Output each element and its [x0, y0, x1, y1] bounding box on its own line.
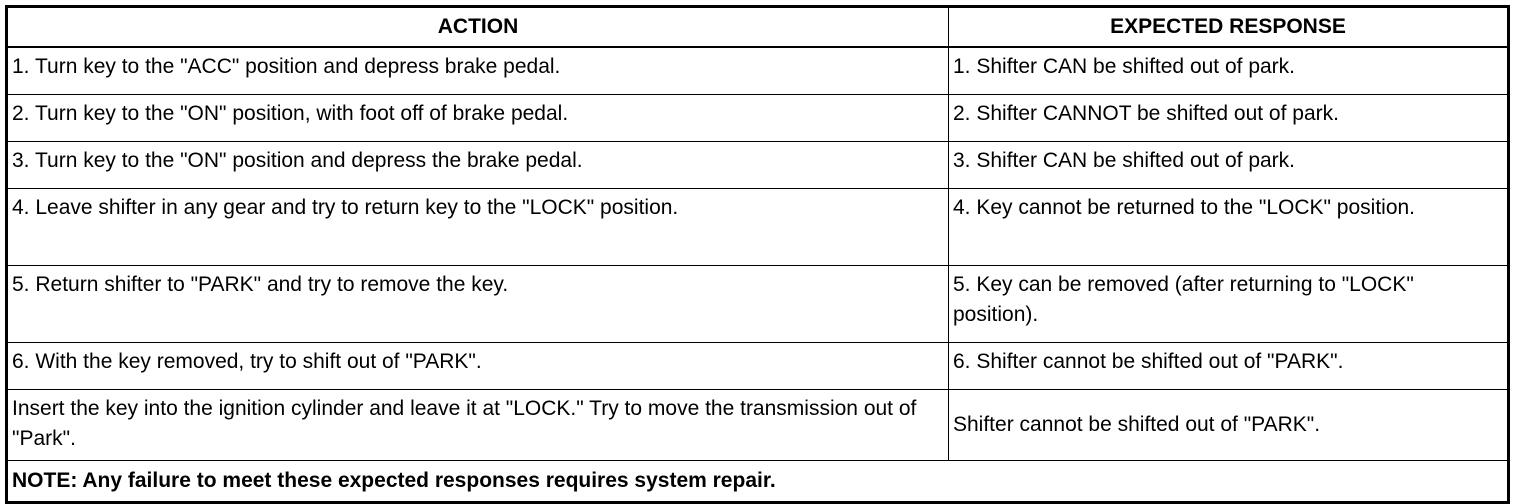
response-cell: Shifter cannot be shifted out of "PARK".	[948, 389, 1509, 461]
procedure-table: ACTION EXPECTED RESPONSE 1. Turn key to …	[5, 5, 1510, 504]
table-row: 6. With the key removed, try to shift ou…	[6, 342, 1509, 390]
response-cell: 1. Shifter CAN be shifted out of park.	[948, 46, 1509, 95]
header-row: ACTION EXPECTED RESPONSE	[6, 6, 1509, 48]
action-cell: 4. Leave shifter in any gear and try to …	[6, 188, 949, 266]
note-row: NOTE: Any failure to meet these expected…	[6, 460, 1509, 503]
table-row: 5. Return shifter to "PARK" and try to r…	[6, 265, 1509, 343]
action-cell: Insert the key into the ignition cylinde…	[6, 389, 949, 461]
table-row: Insert the key into the ignition cylinde…	[6, 389, 1509, 461]
action-cell: 2. Turn key to the "ON" position, with f…	[6, 94, 949, 142]
action-cell: 3. Turn key to the "ON" position and dep…	[6, 141, 949, 189]
response-cell: 5. Key can be removed (after returning t…	[948, 265, 1509, 343]
action-cell: 6. With the key removed, try to shift ou…	[6, 342, 949, 390]
action-cell: 5. Return shifter to "PARK" and try to r…	[6, 265, 949, 343]
action-cell: 1. Turn key to the "ACC" position and de…	[6, 46, 949, 95]
table-row: 3. Turn key to the "ON" position and dep…	[6, 141, 1509, 189]
response-cell: 3. Shifter CAN be shifted out of park.	[948, 141, 1509, 189]
response-cell: 4. Key cannot be returned to the "LOCK" …	[948, 188, 1509, 266]
response-cell: 2. Shifter CANNOT be shifted out of park…	[948, 94, 1509, 142]
header-expected-response: EXPECTED RESPONSE	[948, 6, 1509, 48]
response-cell: 6. Shifter cannot be shifted out of "PAR…	[948, 342, 1509, 390]
table-row: 1. Turn key to the "ACC" position and de…	[6, 46, 1509, 95]
note-text: NOTE: Any failure to meet these expected…	[6, 460, 1509, 503]
table-row: 2. Turn key to the "ON" position, with f…	[6, 94, 1509, 142]
table-row: 4. Leave shifter in any gear and try to …	[6, 188, 1509, 266]
header-action: ACTION	[6, 6, 949, 48]
